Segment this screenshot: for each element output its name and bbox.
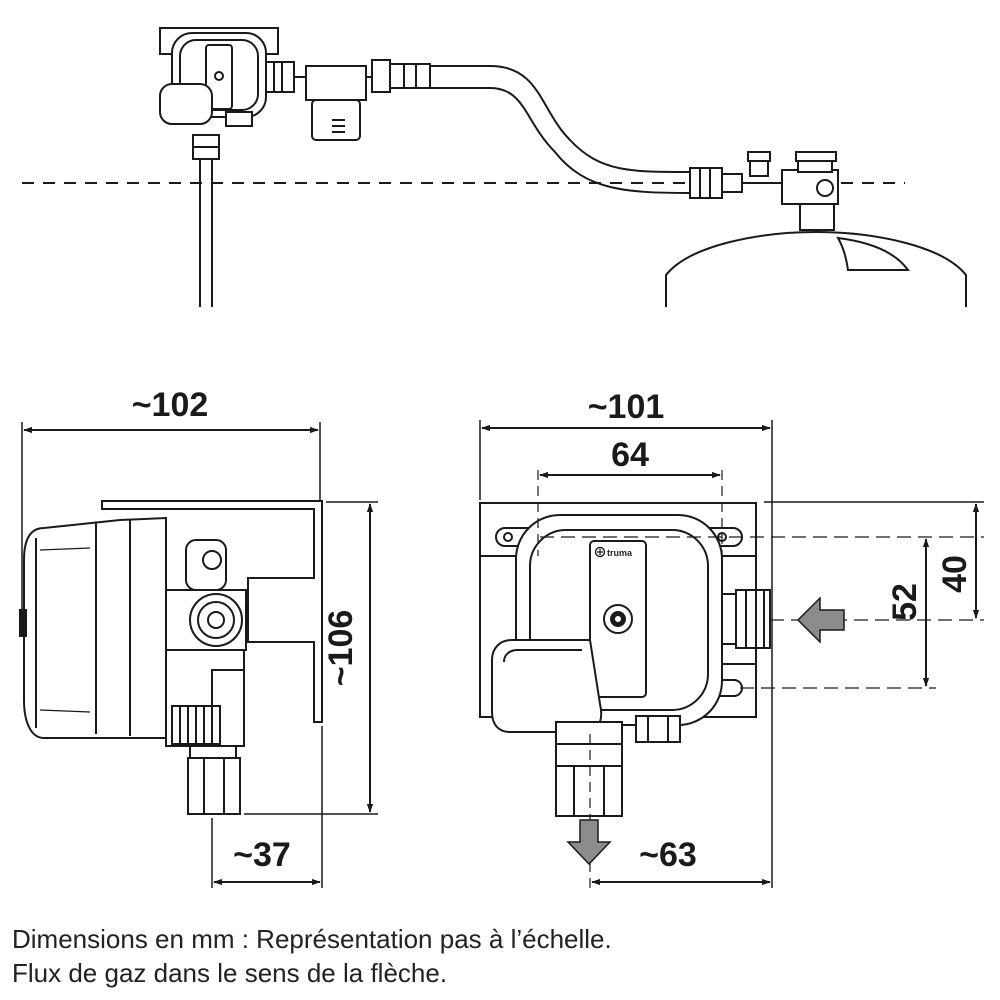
side-width-label: ~102 [132, 386, 209, 424]
installation-overview [22, 27, 967, 307]
front-hole-spacing-label: 64 [611, 436, 649, 474]
side-height-label: ~106 [322, 610, 360, 687]
front-view [479, 420, 984, 888]
side-depth-label: ~37 [233, 836, 291, 874]
front-outlet-fitting [555, 765, 623, 817]
gas-hose [430, 65, 691, 173]
caption-gas-flow-note: Flux de gaz dans le sens de la flèche. [12, 958, 448, 988]
caption-dimensions-note: Dimensions en mm : Représentation pas à … [12, 924, 612, 954]
side-view [19, 422, 378, 888]
side-mounting-bracket [101, 500, 323, 723]
bracket-offset-label: 40 [936, 555, 974, 593]
inlet-height-label: 52 [886, 583, 924, 621]
front-width-label: ~101 [588, 388, 665, 426]
brand-label: truma [607, 548, 633, 558]
gas-inlet-flow-arrow [796, 596, 845, 644]
cylinder-valve [781, 169, 839, 205]
front-bottom-offset-label: ~63 [639, 836, 697, 874]
side-outlet-fitting [187, 757, 241, 815]
front-outlet-nut [555, 743, 623, 767]
brand-logo-icon [594, 546, 606, 558]
gas-outlet-flow-arrow [566, 819, 612, 866]
gas-cylinder [665, 230, 967, 307]
gas-filter [305, 65, 367, 101]
